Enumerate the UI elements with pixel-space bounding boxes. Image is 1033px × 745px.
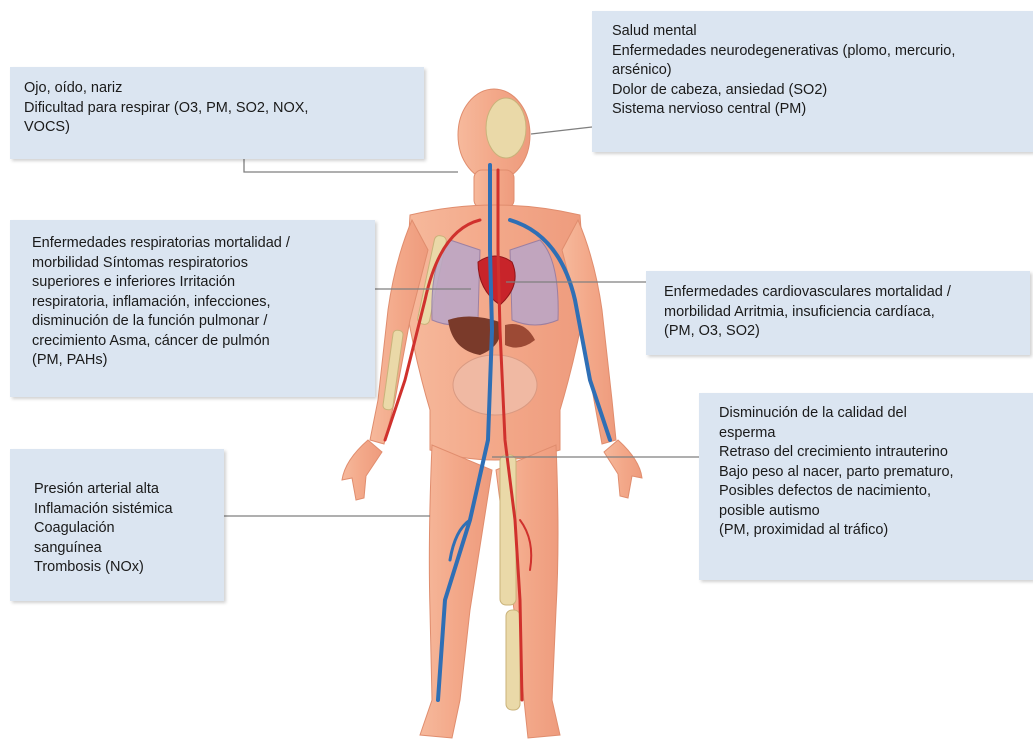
box-line: respiratoria, inflamación, infecciones, [32, 293, 353, 313]
box-line: (PM, proximidad al tráfico) [719, 521, 1013, 541]
connector-eyes [244, 159, 458, 172]
box-line: Trombosis (NOx) [34, 558, 200, 578]
box-line: morbilidad Síntomas respiratorios [32, 254, 353, 274]
box-line: crecimiento Asma, cáncer de pulmón [32, 332, 353, 352]
box-line: esperma [719, 424, 1013, 444]
box-line: Ojo, oído, nariz [24, 79, 410, 99]
box-line: Sistema nervioso central (PM) [612, 100, 1013, 120]
box-line: Dificultad para respirar (O3, PM, SO2, N… [24, 99, 410, 119]
effect-box-cardiovascular: Enfermedades cardiovasculares mortalidad… [646, 271, 1030, 355]
box-line: (PM, PAHs) [32, 351, 353, 371]
box-line: Retraso del crecimiento intrauterino [719, 443, 1013, 463]
box-line: VOCS) [24, 118, 410, 138]
box-line: arsénico) [612, 61, 1013, 81]
effect-box-blood: Presión arterial alta Inflamación sistém… [10, 449, 224, 601]
effect-box-eyes-ears-nose: Ojo, oído, nariz Dificultad para respira… [10, 67, 424, 159]
box-line: (PM, O3, SO2) [664, 322, 1012, 342]
box-line: disminución de la función pulmonar / [32, 312, 353, 332]
box-line: Enfermedades neurodegenerativas (plomo, … [612, 42, 1013, 62]
connector-brain [531, 127, 592, 134]
box-line: posible autismo [719, 502, 1013, 522]
effect-box-brain: Salud mental Enfermedades neurodegenerat… [592, 11, 1033, 152]
box-line: Coagulación [34, 519, 200, 539]
box-line: superiores e inferiores Irritación [32, 273, 353, 293]
effect-box-reproductive: Disminución de la calidad del esperma Re… [699, 393, 1033, 580]
box-line: Posibles defectos de nacimiento, [719, 482, 1013, 502]
box-line: Salud mental [612, 22, 1013, 42]
box-line: Inflamación sistémica [34, 500, 200, 520]
box-line: Dolor de cabeza, ansiedad (SO2) [612, 81, 1013, 101]
box-line: Bajo peso al nacer, parto prematuro, [719, 463, 1013, 483]
box-line: Disminución de la calidad del [719, 404, 1013, 424]
intestines [453, 355, 537, 415]
box-line: Enfermedades respiratorias mortalidad / [32, 234, 353, 254]
box-line: Presión arterial alta [34, 480, 200, 500]
box-line: Enfermedades cardiovasculares mortalidad… [664, 283, 1012, 303]
box-line: morbilidad Arritmia, insuficiencia cardí… [664, 303, 1012, 323]
box-line: sanguínea [34, 539, 200, 559]
effect-box-respiratory: Enfermedades respiratorias mortalidad / … [10, 220, 375, 397]
